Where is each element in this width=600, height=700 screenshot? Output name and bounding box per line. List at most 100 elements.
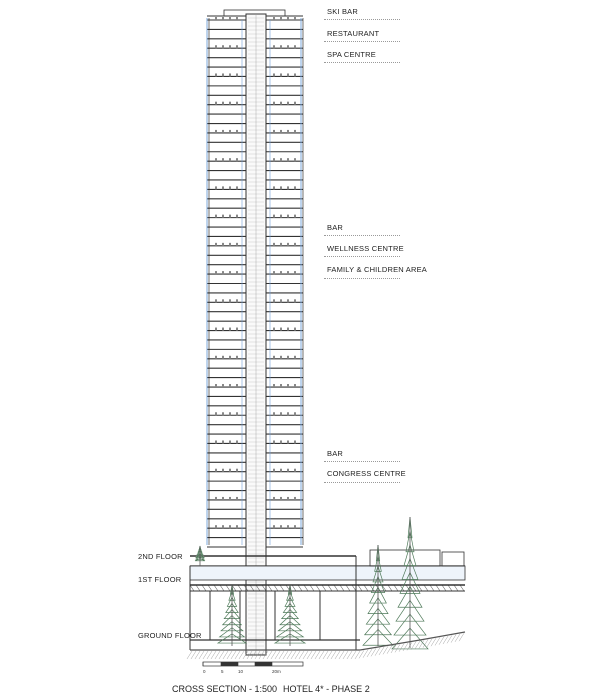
furniture-mark <box>294 412 296 416</box>
truss-diagonal <box>279 584 285 592</box>
furniture-mark <box>215 496 217 500</box>
furniture-mark <box>236 496 238 500</box>
furniture-mark <box>222 242 224 246</box>
ground-hatch-line <box>302 650 309 660</box>
section-title: CROSS SECTION - 1:500 <box>172 684 278 694</box>
furniture-mark <box>215 129 217 133</box>
furniture-mark <box>229 129 231 133</box>
ground-hatch-line <box>334 650 341 660</box>
tree-tier <box>391 627 429 650</box>
furniture-mark <box>229 355 231 359</box>
ground-hatch-line <box>422 639 429 648</box>
ground-hatch-line <box>262 650 269 660</box>
furniture-mark <box>236 525 238 529</box>
truss-diagonal <box>327 584 333 592</box>
furniture-mark <box>215 271 217 275</box>
ground-hatch-line <box>410 641 417 650</box>
furniture-mark <box>236 412 238 416</box>
furniture-mark <box>215 468 217 472</box>
ground-hatch-line <box>306 650 313 660</box>
furniture-mark <box>236 45 238 49</box>
ground-hatch-line <box>214 650 221 660</box>
furniture-mark <box>215 299 217 303</box>
furniture-mark <box>287 214 289 218</box>
ground-hatch-line <box>242 650 249 660</box>
annex-box <box>369 549 441 567</box>
furniture-mark <box>229 214 231 218</box>
function-divider <box>324 235 400 236</box>
furniture-mark <box>280 17 282 20</box>
furniture-mark <box>294 525 296 529</box>
furniture-mark <box>294 186 296 190</box>
furniture-mark <box>215 45 217 49</box>
truss-diagonal <box>249 584 255 592</box>
conifer-tree <box>391 516 429 650</box>
ground-hatch-line <box>398 643 405 652</box>
furniture-mark <box>294 271 296 275</box>
furniture-mark <box>236 355 238 359</box>
furniture-mark <box>215 525 217 529</box>
furniture-mark <box>280 412 282 416</box>
truss-diagonal <box>381 584 387 592</box>
project-title: HOTEL 4* - PHASE 2 <box>283 684 370 694</box>
ground-hatch-line <box>426 638 433 647</box>
furniture-mark <box>229 440 231 444</box>
ground-hatch-line <box>350 650 357 660</box>
function-label-spa-centre: SPA CENTRE <box>327 50 376 59</box>
furniture-mark <box>273 101 275 105</box>
function-label-family-children-area: FAMILY & CHILDREN AREA <box>327 265 427 274</box>
furniture-mark <box>215 384 217 388</box>
furniture-mark <box>280 186 282 190</box>
truss-diagonal <box>333 584 339 592</box>
furniture-mark <box>287 440 289 444</box>
truss-diagonal <box>315 584 321 592</box>
function-divider <box>324 278 400 279</box>
furniture-mark <box>222 355 224 359</box>
ground-hatch-line <box>418 640 425 649</box>
ground-hatch-line <box>298 650 305 660</box>
furniture-mark <box>222 327 224 331</box>
furniture-mark <box>294 440 296 444</box>
floor-label-2nd: 2ND FLOOR <box>138 552 183 561</box>
ground-hatch <box>186 631 466 660</box>
furniture-mark <box>215 186 217 190</box>
ground-hatch-line <box>414 640 421 650</box>
furniture-mark <box>222 101 224 105</box>
conifer-tree <box>273 584 307 646</box>
ground-hatch-line <box>274 650 281 660</box>
furniture-mark <box>215 242 217 246</box>
truss-diagonal <box>423 584 429 592</box>
furniture-mark <box>280 440 282 444</box>
scale-tick-5: 5 <box>221 669 224 674</box>
furniture-mark <box>287 45 289 49</box>
scale-tick-20m: 20m <box>272 669 281 674</box>
ground-hatch-line <box>382 646 389 655</box>
truss-diagonal <box>363 584 369 592</box>
ground-hatch-line <box>294 650 301 660</box>
ground-hatch-line <box>442 635 449 645</box>
furniture-mark <box>294 129 296 133</box>
furniture-mark <box>236 214 238 218</box>
ground-hatch-line <box>198 650 205 660</box>
truss-diagonal <box>351 584 357 592</box>
furniture-mark <box>236 327 238 331</box>
truss-diagonal <box>417 584 423 592</box>
furniture-mark <box>273 73 275 77</box>
ground-hatch-line <box>282 650 289 660</box>
furniture-mark <box>222 271 224 275</box>
furniture-mark <box>229 17 231 20</box>
furniture-mark <box>294 496 296 500</box>
truss-diagonal <box>393 584 399 592</box>
furniture-mark <box>229 101 231 105</box>
ground-hatch-line <box>234 650 241 660</box>
function-label-bar-upper: BAR <box>327 223 344 232</box>
ground-hatch-line <box>202 650 209 660</box>
ground-hatch-line <box>446 635 453 644</box>
furniture-mark <box>229 496 231 500</box>
furniture-mark <box>222 525 224 529</box>
ground-hatch-line <box>346 650 353 660</box>
furniture-mark <box>280 299 282 303</box>
ground-hatch-line <box>310 650 317 660</box>
truss-diagonal <box>267 584 273 592</box>
ground-hatch-line <box>318 650 325 660</box>
